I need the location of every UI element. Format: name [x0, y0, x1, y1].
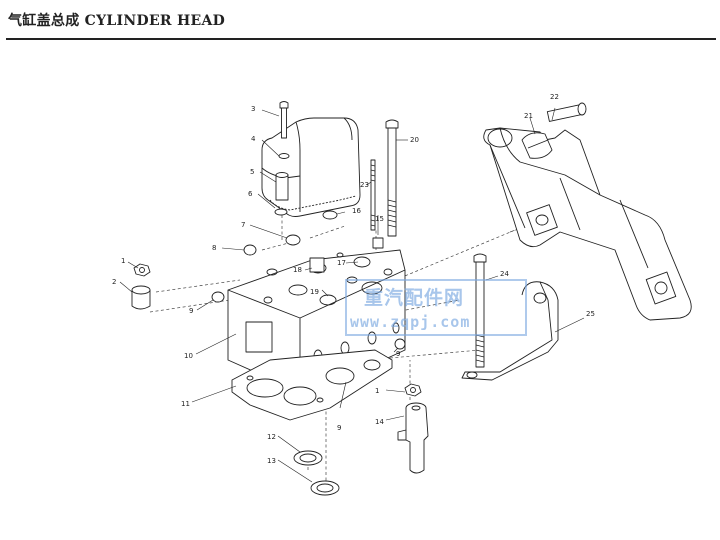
watermark: 重汽配件网 www.zqpj.com — [345, 279, 527, 336]
sleeve-2 — [131, 285, 151, 310]
seal-6 — [274, 208, 288, 216]
valve-cover — [261, 117, 361, 217]
head-gasket — [231, 349, 393, 421]
bracket-25 — [461, 281, 559, 381]
label-9-left: 9 — [189, 307, 193, 315]
page-title: 气缸盖总成 CYLINDER HEAD — [8, 13, 226, 29]
bolt-24 — [473, 253, 487, 368]
part-16 — [322, 210, 338, 220]
label-16: 16 — [352, 207, 361, 215]
plug-7 — [285, 234, 301, 246]
label-15: 15 — [375, 215, 384, 223]
label-11: 11 — [181, 400, 190, 408]
watermark-cn: 重汽配件网 — [364, 286, 464, 309]
bolt-20 — [385, 119, 399, 237]
label-9-right: 9 — [396, 350, 400, 358]
label-6: 6 — [248, 190, 253, 198]
label-25: 25 — [586, 310, 595, 318]
label-3: 3 — [251, 105, 255, 113]
label-9-bottom: 9 — [337, 424, 341, 432]
plug-9-right — [394, 338, 406, 350]
leader-lines — [119, 107, 585, 483]
label-12: 12 — [267, 433, 276, 441]
label-2: 2 — [112, 278, 116, 286]
nut-1-right — [404, 383, 422, 397]
label-21: 21 — [524, 112, 533, 120]
part-15 — [372, 237, 384, 249]
label-24: 24 — [500, 270, 509, 278]
seal-ring-12 — [293, 450, 323, 466]
support-14 — [397, 402, 429, 474]
nut-1 — [133, 263, 151, 277]
label-7: 7 — [241, 221, 245, 229]
label-13: 13 — [267, 457, 276, 465]
sleeve-5 — [275, 172, 289, 201]
label-17: 17 — [337, 259, 346, 267]
plug-8 — [243, 244, 257, 256]
watermark-frame — [345, 279, 527, 336]
watermark-url: www.zqpj.com — [350, 313, 470, 331]
part-labels: 3 4 5 6 7 8 1 2 9 10 11 12 13 14 1 15 16… — [112, 93, 595, 465]
label-10: 10 — [184, 352, 193, 360]
header-rule — [6, 38, 716, 40]
exhaust-manifold — [483, 127, 692, 321]
plug-9-left — [211, 291, 225, 303]
label-19: 19 — [310, 288, 319, 296]
pin-22 — [546, 102, 587, 122]
label-5: 5 — [250, 168, 254, 176]
label-20: 20 — [410, 136, 419, 144]
label-18: 18 — [293, 266, 302, 274]
clamp-21 — [521, 132, 553, 159]
label-1: 1 — [121, 257, 125, 265]
washer-4 — [278, 153, 290, 159]
label-8: 8 — [212, 244, 216, 252]
label-14: 14 — [375, 418, 384, 426]
bolt-3 — [279, 101, 289, 139]
seal-ring-13 — [310, 480, 340, 496]
label-4: 4 — [251, 135, 256, 143]
stud-23 — [370, 159, 376, 231]
label-23: 23 — [360, 181, 369, 189]
label-22: 22 — [550, 93, 559, 101]
label-1-right: 1 — [375, 387, 379, 395]
